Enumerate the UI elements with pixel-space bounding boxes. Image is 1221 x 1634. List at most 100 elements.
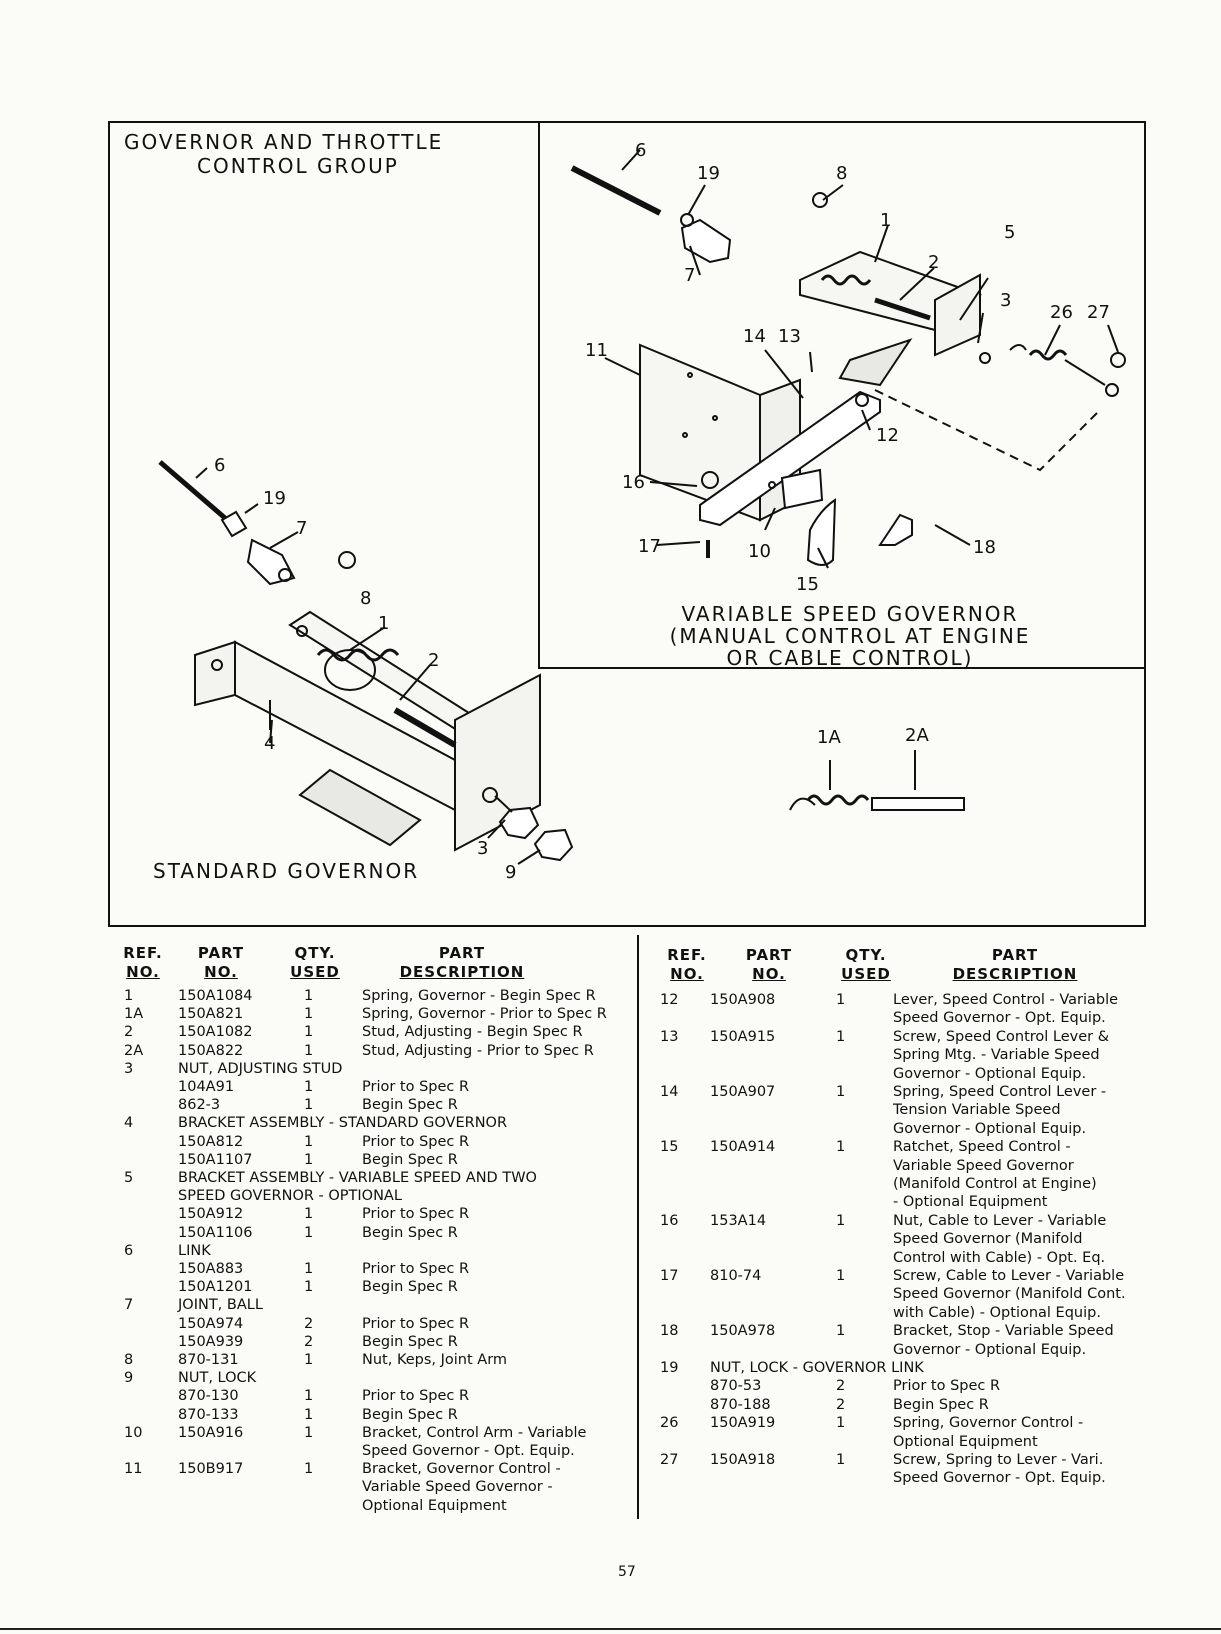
ref-cell: 8 (124, 1352, 134, 1368)
part-no-cell: 870-133 (178, 1406, 239, 1423)
part-no-cell: 150A912 (178, 1206, 244, 1223)
qty-cell: 1 (836, 1212, 846, 1229)
part-no-cell: 150B917 (178, 1461, 244, 1478)
description-cell: Governor - Optional Equip. (893, 1120, 1087, 1137)
part-no-cell: 150A916 (178, 1424, 244, 1441)
description-cell: Screw, Spring to Lever - Vari. (893, 1452, 1104, 1468)
ref-cell: 16 (660, 1212, 679, 1229)
part-no-cell: BRACKET ASSEMBLY - VARIABLE SPEED AND TW… (178, 1170, 537, 1186)
description-cell: Prior to Spec R (362, 1261, 470, 1277)
part-no-cell: 810-74 (710, 1268, 762, 1284)
callout-2A: 2A (905, 725, 929, 746)
part-no-cell: 150A978 (710, 1323, 776, 1340)
callout-var-27: 27 (1087, 302, 1110, 323)
description-cell: Speed Governor - Opt. Equip. (362, 1443, 575, 1459)
description-cell: Prior to Spec R (362, 1315, 470, 1332)
callout-std-2: 2 (428, 650, 440, 671)
description-cell: Ratchet, Speed Control - (893, 1139, 1071, 1156)
description-cell: Begin Spec R (362, 1151, 458, 1168)
ref-cell: 4 (124, 1115, 134, 1132)
callout-var-16: 16 (622, 472, 645, 493)
callout-var-3: 3 (1000, 290, 1012, 311)
ref-cell: 1 (124, 988, 134, 1004)
description-cell: Variable Speed Governor - (362, 1479, 553, 1496)
part-no-cell: 150A908 (710, 992, 776, 1008)
description-cell: Begin Spec R (362, 1279, 458, 1296)
callout-var-15: 15 (796, 574, 819, 595)
page-number: 57 (618, 1564, 636, 1580)
callout-var-18: 18 (973, 537, 996, 558)
callout-std-9: 9 (505, 862, 517, 883)
standard-nuts-drawing (494, 795, 574, 862)
part-no-cell: 150A974 (178, 1315, 244, 1332)
qty-cell: 1 (304, 1261, 314, 1277)
governor-spring-drawing (979, 344, 1126, 397)
description-cell: Prior to Spec R (362, 1079, 470, 1095)
description-cell: Spring Mtg. - Variable Speed (893, 1047, 1100, 1064)
qty-cell: 1 (836, 1268, 846, 1284)
description-cell: Governor - Optional Equip. (893, 1065, 1087, 1082)
callout-var-7: 7 (684, 265, 696, 286)
description-cell: Variable Speed Governor (893, 1157, 1074, 1174)
description-cell: Stud, Adjusting - Begin Spec R (362, 1024, 583, 1041)
left-header-ref: REF.NO. (123, 944, 163, 981)
callout-var-26: 26 (1050, 302, 1073, 323)
qty-cell: 1 (304, 1151, 314, 1168)
description-cell: Bracket, Governor Control - (362, 1461, 561, 1478)
variable-bracket-drawing (799, 250, 983, 387)
variable-speed-panel (538, 121, 1146, 669)
description-cell: Prior to Spec R (362, 1206, 470, 1223)
callout-std-4: 4 (264, 733, 276, 754)
callout-std-7: 7 (296, 518, 308, 539)
standard-link-drawing (158, 460, 356, 586)
callout-var-8: 8 (836, 163, 848, 184)
qty-cell: 2 (836, 1396, 846, 1413)
qty-cell: 1 (836, 1323, 846, 1340)
variable-caption-line1: VARIABLE SPEED GOVERNOR (681, 602, 1019, 626)
qty-cell: 1 (836, 1084, 846, 1100)
qty-cell: 1 (836, 1415, 846, 1432)
callout-std-19: 19 (263, 488, 286, 509)
description-cell: Prior to Spec R (362, 1388, 470, 1405)
right-header-ref: REF.NO. (667, 946, 707, 983)
description-cell: Nut, Cable to Lever - Variable (893, 1212, 1107, 1229)
description-cell: Spring, Governor Control - (893, 1415, 1084, 1432)
callout-var-11: 11 (585, 340, 608, 361)
ref-cell: 5 (124, 1170, 134, 1186)
description-cell: Bracket, Stop - Variable Speed (893, 1323, 1114, 1340)
part-no-cell: 870-188 (710, 1396, 771, 1413)
description-cell: Screw, Cable to Lever - Variable (893, 1268, 1125, 1284)
description-cell: Control with Cable) - Opt. Eq. (893, 1249, 1106, 1266)
part-no-cell: 150A907 (710, 1084, 776, 1100)
part-no-cell: BRACKET ASSEMBLY - STANDARD GOVERNOR (178, 1115, 508, 1132)
description-cell: Begin Spec R (362, 1333, 458, 1350)
part-no-cell: 150A812 (178, 1133, 244, 1150)
qty-cell: 1 (304, 1388, 314, 1405)
left-header-qty: QTY.USED (290, 944, 340, 981)
qty-cell: 1 (836, 1139, 846, 1156)
callout-var-6: 6 (635, 140, 647, 161)
callout-var-13: 13 (778, 326, 801, 347)
qty-cell: 1 (304, 1224, 314, 1241)
description-cell: Optional Equipment (362, 1497, 507, 1514)
callout-var-5: 5 (1004, 222, 1016, 243)
callout-var-19: 19 (697, 163, 720, 184)
part-no-cell: NUT, LOCK - GOVERNOR LINK (710, 1360, 924, 1376)
description-cell: Spring, Speed Control Lever - (893, 1084, 1107, 1100)
callout-var-12: 12 (876, 425, 899, 446)
description-cell: (Manifold Control at Engine) (893, 1176, 1097, 1192)
callout-std-8: 8 (360, 588, 372, 609)
qty-cell: 1 (304, 1079, 314, 1095)
callout-var-1: 1 (880, 210, 892, 231)
control-lever-drawing (699, 390, 881, 558)
column-divider (637, 935, 639, 1519)
part-no-cell: 870-53 (710, 1378, 762, 1395)
description-cell: Speed Governor - Opt. Equip. (893, 1470, 1106, 1487)
qty-cell: 2 (304, 1333, 314, 1350)
qty-cell: 1 (304, 1024, 314, 1041)
description-cell: Spring, Governor - Begin Spec R (362, 988, 596, 1004)
standard-bracket-drawing (194, 610, 541, 852)
